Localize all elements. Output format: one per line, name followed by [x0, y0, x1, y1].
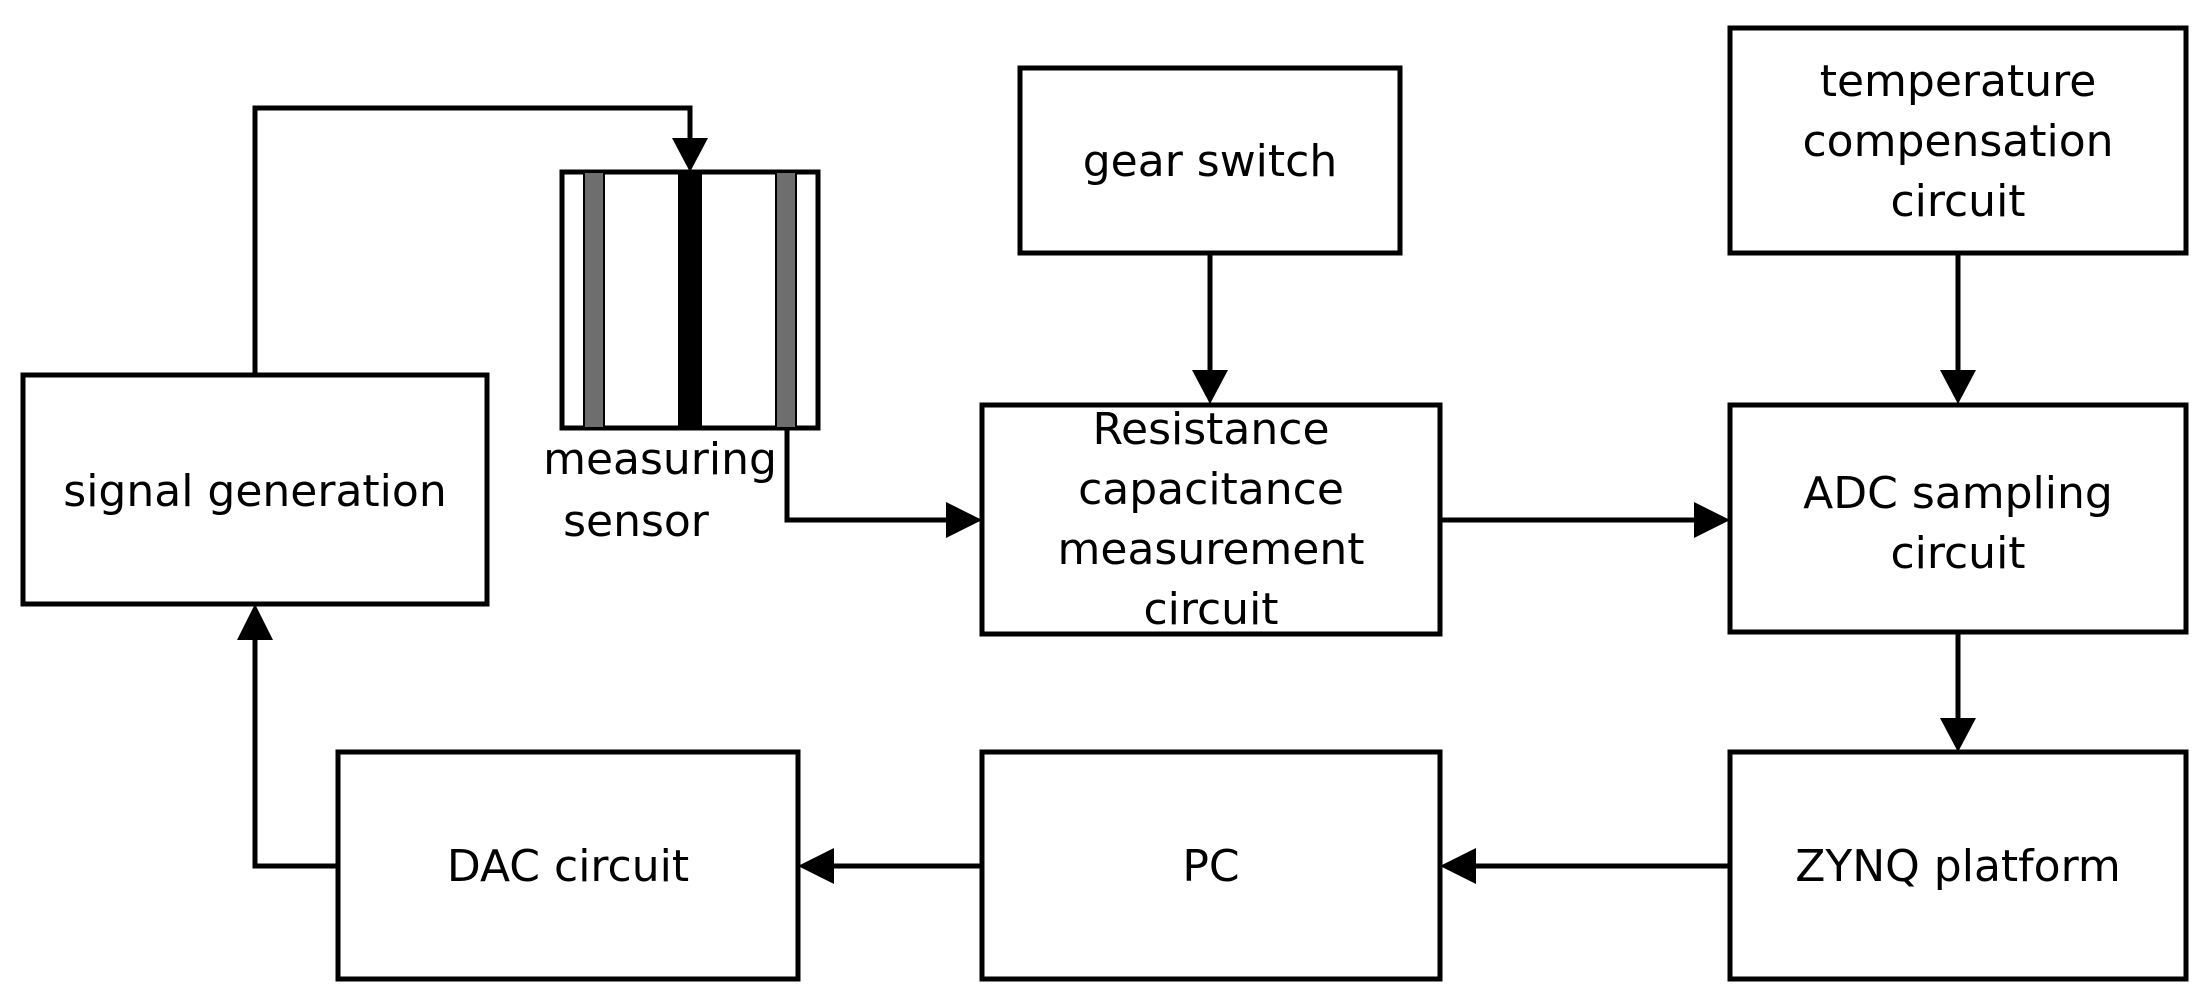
arrow-head-into-rc	[946, 502, 982, 538]
measuring-sensor-block: measuring sensor	[543, 169, 821, 547]
dac-circuit-label: DAC circuit	[447, 841, 689, 892]
sensor-center-electrode	[678, 172, 702, 428]
arrow-head-into-zynq	[1940, 718, 1976, 752]
temperature-compensation-label-line3: circuit	[1890, 176, 2025, 227]
adc-sampling-block: ADC sampling circuit	[1727, 402, 2189, 635]
arrow-head-temp-to-adc	[1940, 370, 1976, 404]
zynq-platform-label: ZYNQ platform	[1795, 841, 2121, 892]
arrow-head-into-adc	[1694, 502, 1730, 538]
signal-generation-block: signal generation	[20, 372, 490, 607]
connector-dac-to-signal	[252, 640, 338, 869]
connector-signal-to-sensor	[252, 105, 693, 375]
arrow-head-into-sensor	[672, 138, 708, 172]
adc-sampling-label-line2: circuit	[1890, 528, 2025, 579]
sensor-left-electrode	[583, 171, 605, 429]
temperature-compensation-label-line2: compensation	[1802, 116, 2113, 167]
sensor-right-electrode	[775, 171, 797, 429]
arrow-head-into-dac	[798, 848, 834, 884]
rc-measurement-label-line1: Resistance	[1092, 404, 1329, 455]
rc-measurement-label-line3: measurement	[1058, 524, 1365, 575]
gear-switch-label: gear switch	[1083, 136, 1338, 187]
temperature-compensation-label-line1: temperature	[1820, 56, 2097, 107]
rc-measurement-label-line2: capacitance	[1078, 464, 1344, 515]
pc-block: PC	[979, 749, 1443, 982]
dac-circuit-block: DAC circuit	[335, 749, 801, 982]
signal-generation-label: signal generation	[63, 466, 446, 517]
rc-measurement-block: Resistance capacitance measurement circu…	[979, 402, 1443, 637]
arrow-head-gear-to-rc	[1192, 370, 1228, 404]
arrow-head-into-signal	[237, 604, 273, 640]
temperature-compensation-block: temperature compensation circuit	[1727, 25, 2189, 256]
measuring-sensor-label-line2: sensor	[563, 496, 710, 547]
measuring-sensor-label-line1: measuring	[543, 434, 777, 485]
rc-measurement-label-line4: circuit	[1143, 584, 1278, 635]
adc-sampling-label-line1: ADC sampling	[1803, 468, 2113, 519]
zynq-platform-block: ZYNQ platform	[1727, 749, 2189, 982]
connector-sensor-to-rc	[784, 428, 950, 523]
arrow-head-into-pc	[1440, 848, 1476, 884]
gear-switch-block: gear switch	[1017, 65, 1403, 256]
pc-label: PC	[1182, 841, 1239, 892]
